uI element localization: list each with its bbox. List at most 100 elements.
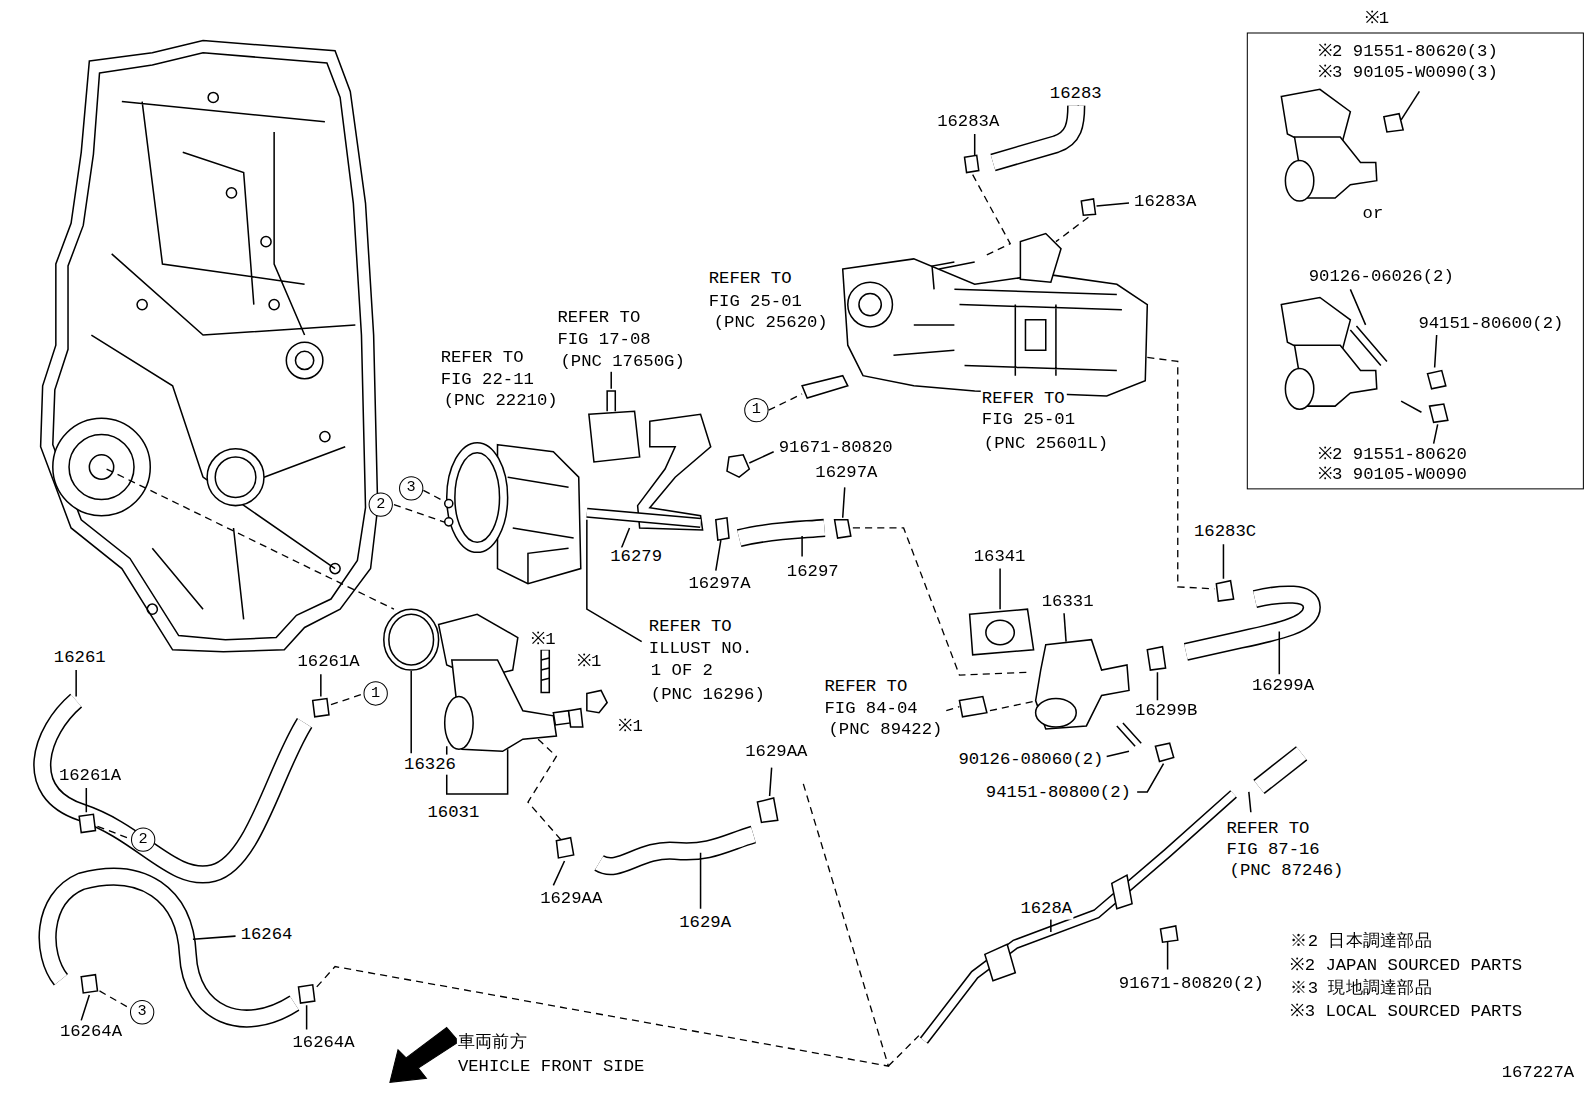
part-label: 16264A xyxy=(291,1033,355,1053)
drawing-stroke xyxy=(445,518,453,526)
drawing-stroke xyxy=(1056,217,1088,241)
drawing-stroke xyxy=(384,609,439,670)
drawing-stroke xyxy=(1064,613,1066,641)
drawing-stroke xyxy=(1081,199,1095,215)
drawing-stroke xyxy=(498,445,581,584)
part-label: 16279 xyxy=(609,547,663,567)
part-label: 16326 xyxy=(403,754,457,774)
drawing-stroke xyxy=(137,300,147,310)
drawing-stroke xyxy=(100,780,889,1066)
drawing-stroke xyxy=(607,391,615,411)
drawing-stroke xyxy=(91,102,355,620)
part-label: 16283A xyxy=(1133,192,1197,212)
part-label: 16264 xyxy=(240,925,294,945)
drawing-stroke xyxy=(1051,792,1251,970)
drawing-stroke xyxy=(853,528,1031,675)
part-label: REFER TO xyxy=(981,389,1066,409)
drawing-stroke xyxy=(541,658,549,680)
drawing-stroke xyxy=(330,563,340,573)
callout-circle: 3 xyxy=(399,476,423,500)
callout-circle: 2 xyxy=(131,827,155,851)
drawing-stroke xyxy=(610,372,612,389)
drawing-stroke xyxy=(1285,369,1313,410)
part-label: ※3 LOCAL SOURCED PARTS xyxy=(1289,1002,1523,1022)
drawing-stroke xyxy=(1285,160,1313,201)
drawing-stroke xyxy=(769,394,803,410)
drawing-stroke xyxy=(859,293,881,315)
drawing-stroke xyxy=(215,457,256,498)
callout-number: 3 xyxy=(138,1004,147,1020)
callout-circle: 1 xyxy=(744,398,768,422)
part-label: 90126-08060(2) xyxy=(957,749,1104,769)
part-number: 94151-80600(2) xyxy=(1417,314,1564,334)
drawing-stroke xyxy=(541,650,549,693)
drawing-stroke xyxy=(42,701,304,875)
drawing-stroke xyxy=(447,443,508,553)
part-label: FIG 84-04 xyxy=(823,699,918,719)
drawing-stroke xyxy=(993,106,1076,163)
part-label: FIG 22-11 xyxy=(440,370,535,390)
part-label: 1629A xyxy=(678,913,732,933)
part-label: 16031 xyxy=(426,803,480,823)
part-label: 16299B xyxy=(1134,701,1198,721)
drawing-stroke xyxy=(208,92,218,102)
callout-number: 1 xyxy=(752,402,761,418)
part-label: (PNC 87246) xyxy=(1229,861,1345,881)
inset-box: ※1※2 91551-80620(3)※3 90105-W0090(3)or90… xyxy=(1247,32,1584,489)
drawing-stroke xyxy=(1350,326,1387,366)
part-label: 1629AA xyxy=(539,888,603,908)
drawing-stroke xyxy=(313,699,329,717)
drawing-stroke xyxy=(445,500,453,508)
part-label: FIG 17-08 xyxy=(556,330,651,350)
drawing-stroke xyxy=(1428,371,1446,389)
drawing-stroke xyxy=(587,513,701,523)
callout-circle: 3 xyxy=(130,1000,154,1024)
callout-number: 3 xyxy=(407,480,416,496)
part-label: REFER TO xyxy=(1225,818,1310,838)
drawing-stroke xyxy=(1112,875,1132,909)
callout-circle: 1 xyxy=(363,681,387,705)
drawing-stroke xyxy=(757,798,777,822)
part-label: FIG 25-01 xyxy=(708,291,803,311)
part-label: REFER TO xyxy=(556,308,641,328)
callout-number: 2 xyxy=(376,496,385,512)
drawing-stroke xyxy=(147,604,157,614)
drawing-stroke xyxy=(727,455,749,477)
drawing-stroke xyxy=(286,342,323,379)
drawing-stroke xyxy=(587,520,642,642)
drawing-stroke xyxy=(974,134,976,155)
drawing-stroke xyxy=(924,794,1234,1041)
part-label: REFER TO xyxy=(823,677,908,697)
callout-circle: 2 xyxy=(369,492,393,516)
drawing-stroke xyxy=(389,614,434,665)
drawing-stroke xyxy=(53,418,150,515)
part-label: ※1 xyxy=(617,717,644,737)
drawing-stroke xyxy=(48,877,295,1019)
part-number: 90126-06026(2) xyxy=(1308,267,1455,287)
drawing-stroke xyxy=(959,697,986,717)
drawing-stroke xyxy=(924,794,1234,1041)
part-label: ILLUST NO. xyxy=(648,639,754,659)
drawing-stroke xyxy=(993,106,1076,163)
drawing-stroke xyxy=(802,376,848,398)
part-label: ※3 現地調達部品 xyxy=(1289,979,1433,999)
part-label: (PNC 25620) xyxy=(713,313,829,333)
drawing-stroke xyxy=(835,520,851,538)
drawing-stroke xyxy=(1097,203,1129,206)
drawing-stroke xyxy=(107,469,394,609)
drawing-stroke xyxy=(1259,753,1302,787)
part-label: 1 OF 2 xyxy=(650,661,714,681)
part-label: 167227A xyxy=(1501,1063,1576,1083)
drawing-stroke xyxy=(299,985,315,1003)
drawing-stroke xyxy=(1186,595,1312,652)
part-label: 16341 xyxy=(973,547,1027,567)
part-label: 91671-80820(2) xyxy=(1118,974,1265,994)
part-label: 16283C xyxy=(1193,522,1257,542)
part-label: (PNC 25601L) xyxy=(983,434,1109,454)
drawing-stroke xyxy=(76,670,321,812)
drawing-stroke xyxy=(589,411,640,462)
part-label: 16283 xyxy=(1049,84,1103,104)
part-label: REFER TO xyxy=(708,269,793,289)
part-label: VEHICLE FRONT SIDE xyxy=(457,1057,645,1077)
